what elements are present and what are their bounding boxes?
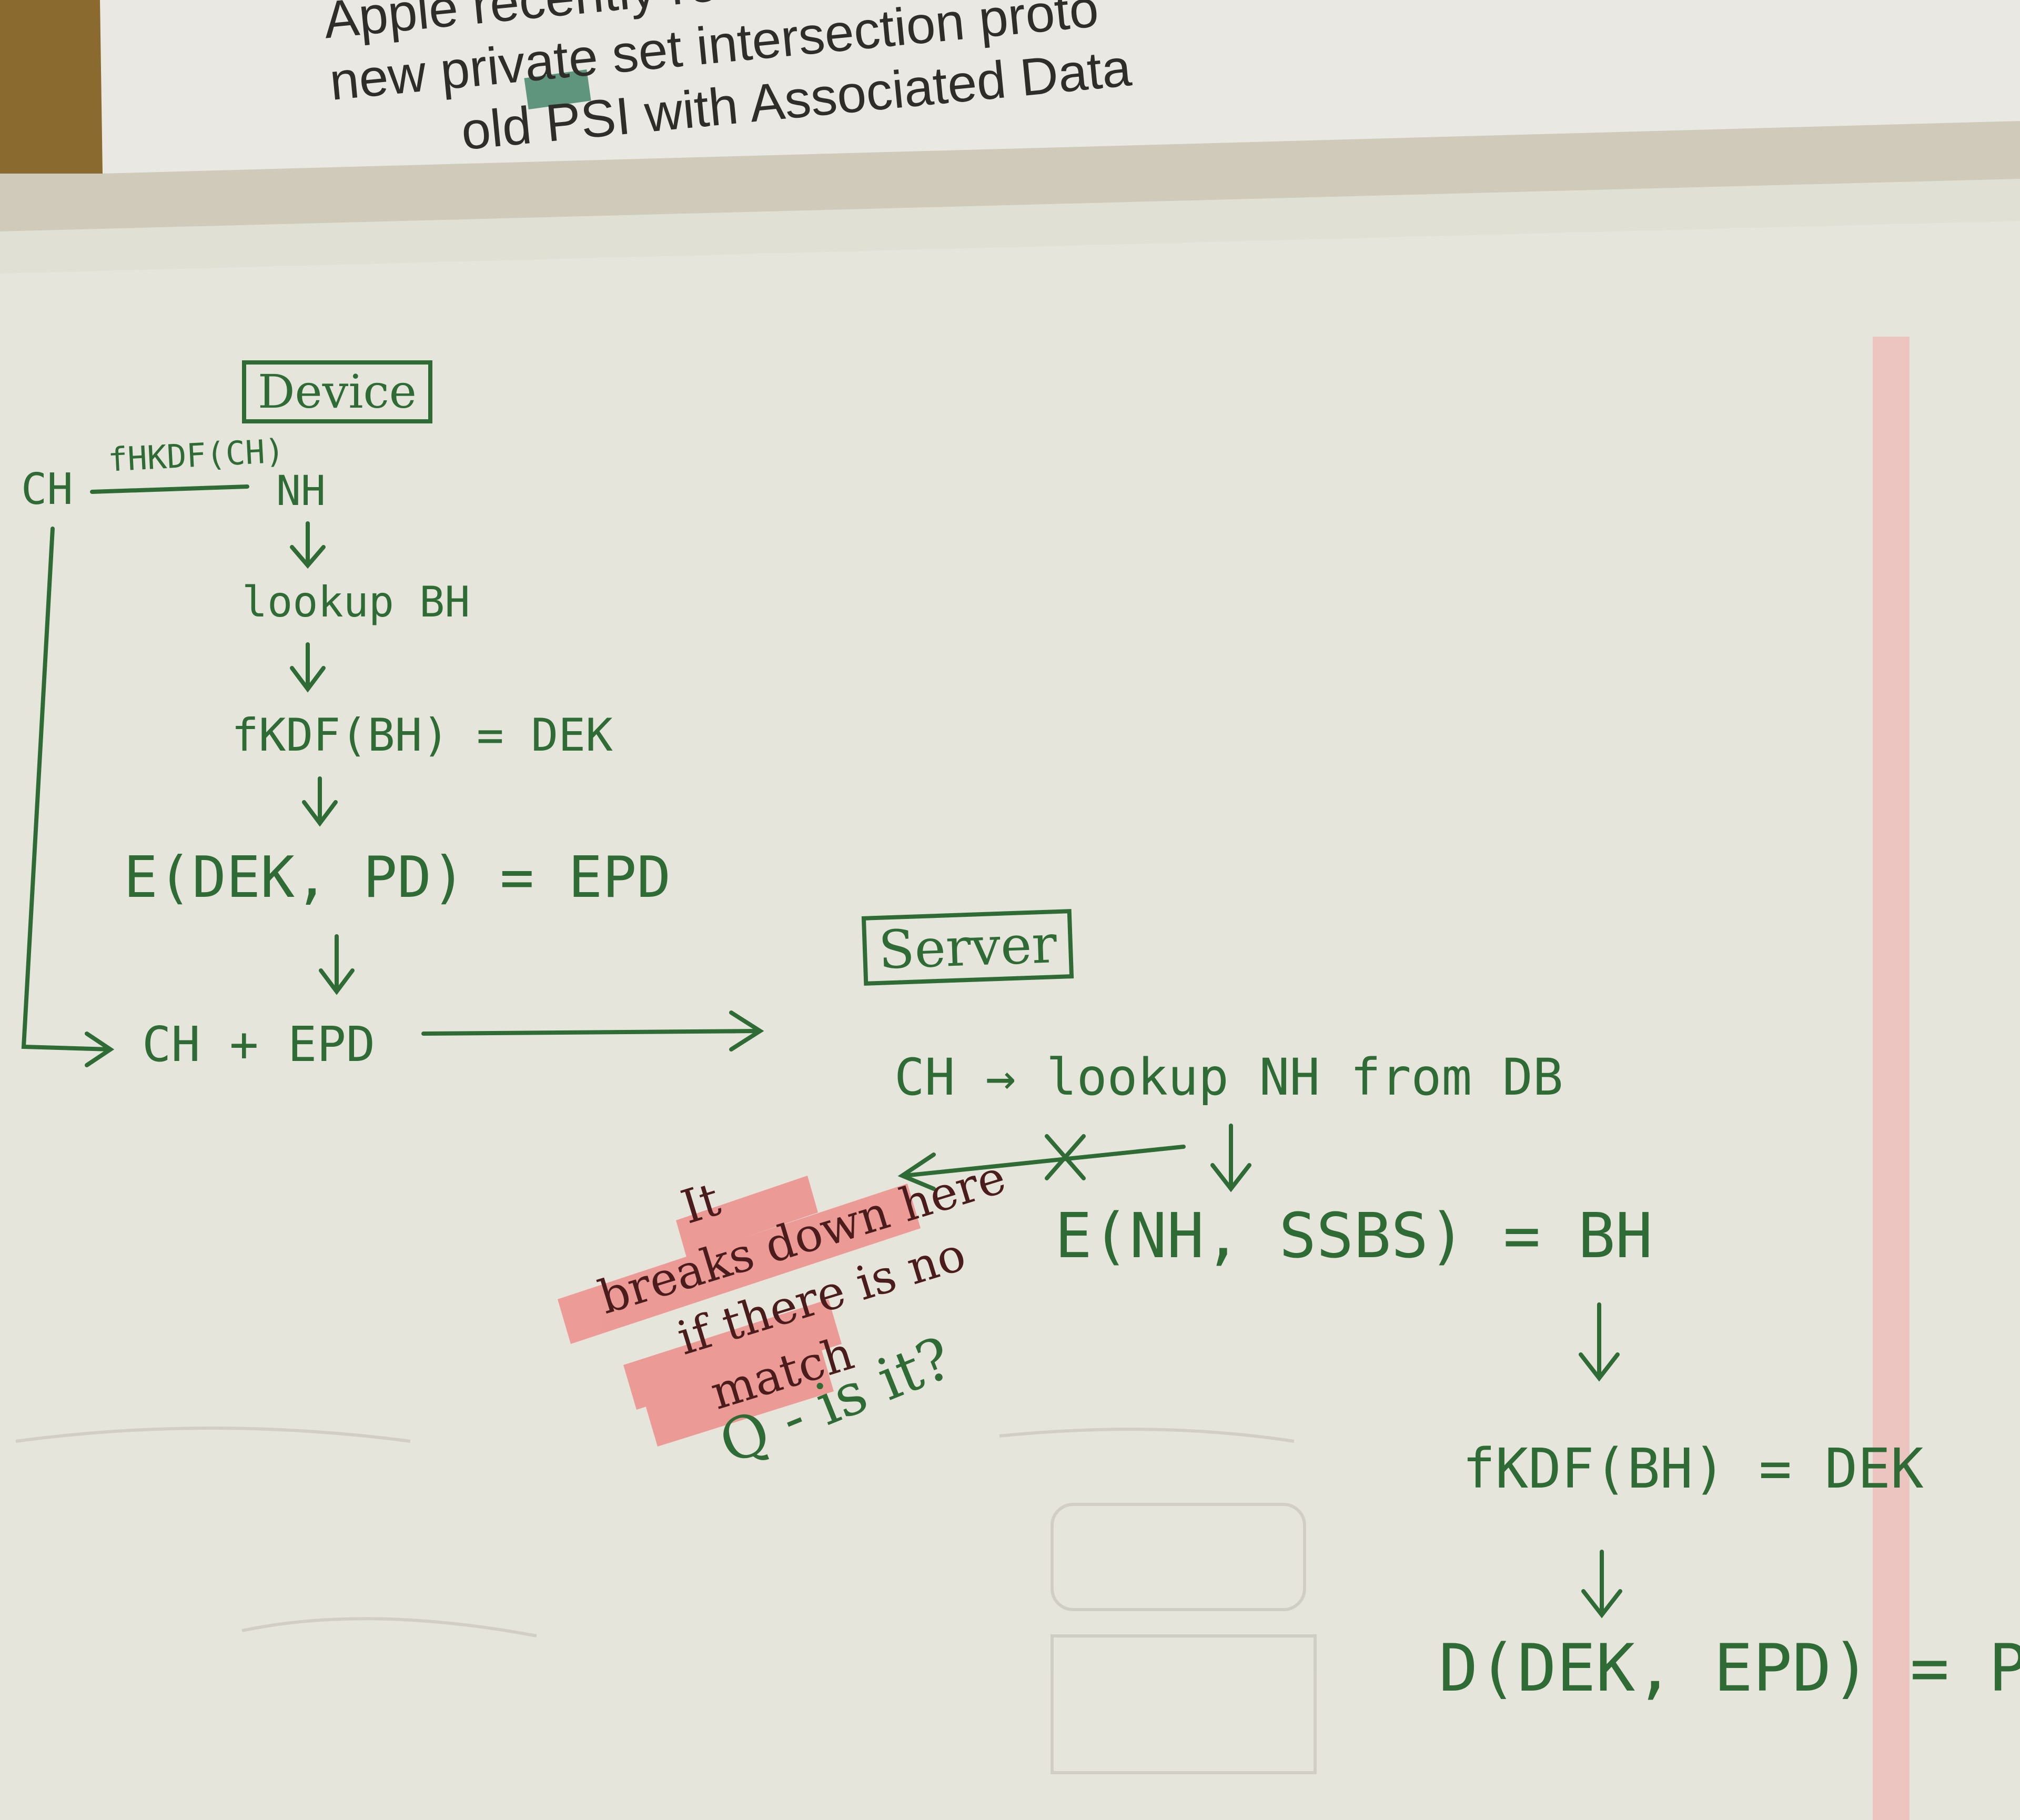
arrow-down-icon [290,521,326,569]
server-step-encrypt: E(NH, SSBS) = BH [1055,1199,1653,1272]
device-flow-arrows [21,484,764,1067]
device-kdf-label: fHKDF(CH) [107,431,286,479]
breakdown-arrow-icon [897,1145,1186,1191]
arrow-down-icon [302,776,338,827]
pink-margin-line [1873,337,1910,1820]
arrow-down-icon [290,642,326,693]
device-step-nh: NH [276,468,326,515]
green-tab [524,69,591,110]
arrow-down-icon [1579,1302,1620,1382]
device-step-encrypt: E(DEK, PD) = EPD [124,845,671,911]
server-step-decrypt: D(DEK, EPD) = PD [1439,1631,2020,1706]
arrow-down-icon [319,934,355,995]
wood-table-corner [0,0,105,174]
cross-mark-icon [1045,1134,1086,1180]
loop-arrow-icon [21,527,115,1067]
ch-to-nh-line [90,484,249,494]
server-step-lookup: CH → lookup NH from DB [894,1048,1563,1107]
device-step-kdf: fKDF(BH) = DEK [231,709,613,762]
arrow-down-icon [1210,1124,1251,1192]
send-to-server-arrow-icon [421,1010,764,1051]
printed-sheet [100,0,2020,174]
device-step-send: CH + EPD [142,1016,376,1073]
ghost-writing [15,1427,1317,1774]
device-label: Device [242,360,432,423]
page-shadow [0,179,2020,274]
server-flow-arrows [897,1124,1622,1619]
highlighter-marks [558,1176,921,1447]
server-step-kdf: fKDF(BH) = DEK [1462,1437,1924,1501]
arrow-down-icon [1581,1550,1622,1619]
server-label: Server [861,909,1074,986]
notebook-page [0,179,2020,1820]
device-step-lookup: lookup BH [242,578,470,626]
device-input-ch: CH [21,464,73,514]
